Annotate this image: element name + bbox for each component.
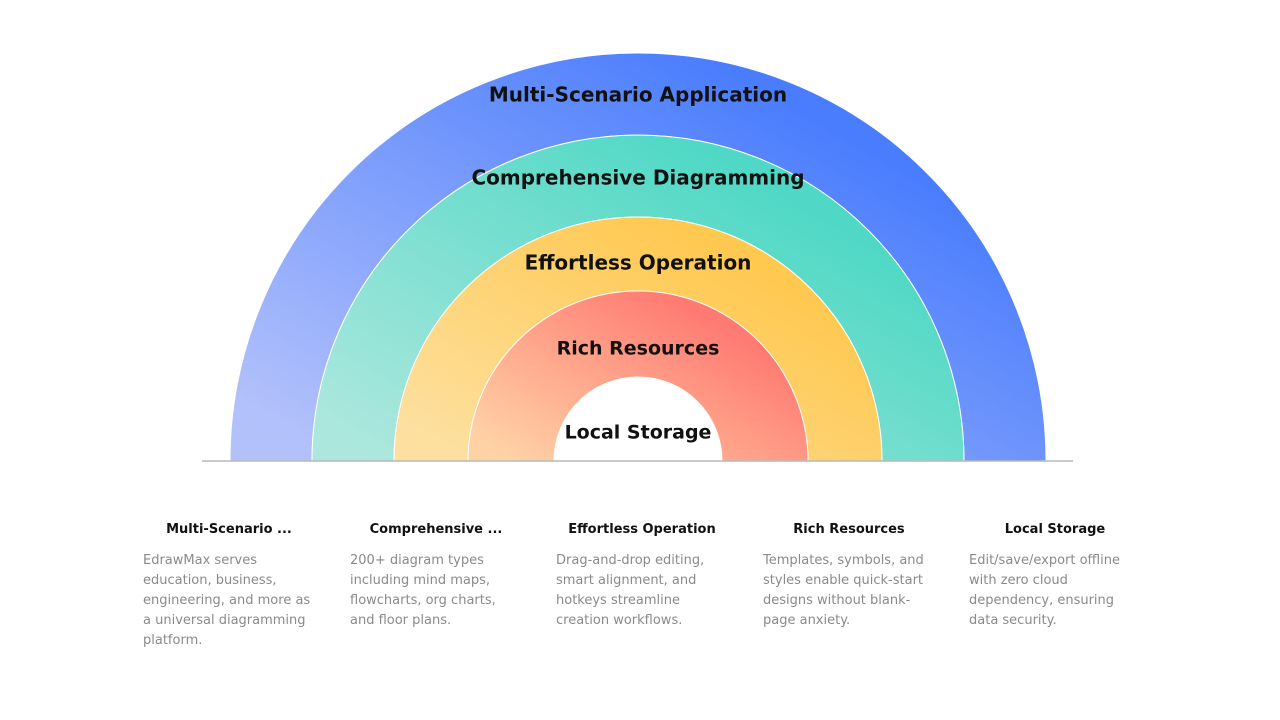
desc-text-local-storage: Edit/save/export offline with zero cloud… <box>969 553 1120 628</box>
label-effortless: Effortless Operation <box>525 251 752 275</box>
arch-diagram: Multi-Scenario ApplicationComprehensive … <box>202 52 1073 462</box>
desc-col-multi-scenario: Multi-Scenario ... EdrawMax serves educa… <box>143 520 315 651</box>
desc-title-local-storage: Local Storage <box>1004 522 1106 537</box>
label-rich-resources: Rich Resources <box>557 338 720 360</box>
desc-text-comprehensive: 200+ diagram types including mind maps, … <box>350 553 496 628</box>
label-multi-scenario: Multi-Scenario Application <box>489 83 787 107</box>
desc-text-rich-resources: Templates, symbols, and styles enable qu… <box>763 553 924 628</box>
desc-title-effortless: Effortless Operation <box>568 522 716 537</box>
desc-text-multi-scenario: EdrawMax serves education, business, eng… <box>143 553 311 648</box>
desc-title-rich-resources: Rich Resources <box>793 522 905 537</box>
desc-col-local-storage: Local Storage Edit/save/export offline w… <box>969 520 1141 631</box>
desc-title-comprehensive: Comprehensive ... <box>369 522 503 537</box>
desc-title-multi-scenario: Multi-Scenario ... <box>166 522 292 537</box>
desc-col-rich-resources: Rich Resources Templates, symbols, and s… <box>763 520 935 631</box>
core-local-storage <box>554 377 722 461</box>
label-comprehensive: Comprehensive Diagramming <box>471 166 804 190</box>
desc-text-effortless: Drag-and-drop editing, smart alignment, … <box>556 553 705 628</box>
desc-col-effortless: Effortless Operation Drag-and-drop editi… <box>556 520 728 631</box>
label-local-storage: Local Storage <box>565 422 712 444</box>
desc-col-comprehensive: Comprehensive ... 200+ diagram types inc… <box>350 520 522 631</box>
